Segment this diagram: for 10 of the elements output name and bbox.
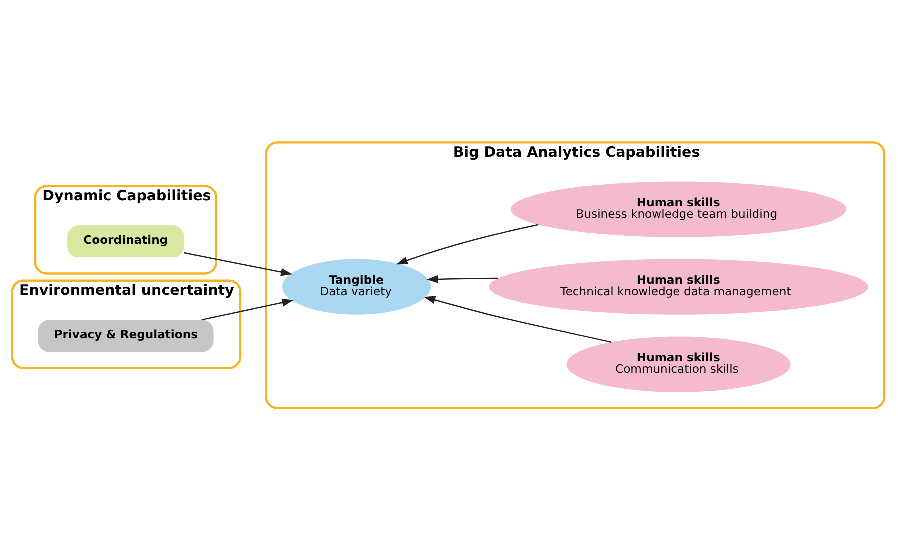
- arrow: [184, 252, 293, 276]
- arrow: [202, 298, 294, 321]
- node-box: Privacy & Regulations: [38, 320, 214, 352]
- node-ellipse: Human skills Communication skills: [566, 336, 791, 392]
- node-ellipse: Human skills Business knowledge team building: [511, 182, 846, 238]
- arrow: [426, 275, 498, 284]
- node-ellipse: Human skills Technical knowledge data management: [489, 259, 868, 315]
- node-box: Coordinating: [68, 226, 184, 258]
- arrow: [424, 296, 612, 343]
- arrow: [396, 224, 539, 265]
